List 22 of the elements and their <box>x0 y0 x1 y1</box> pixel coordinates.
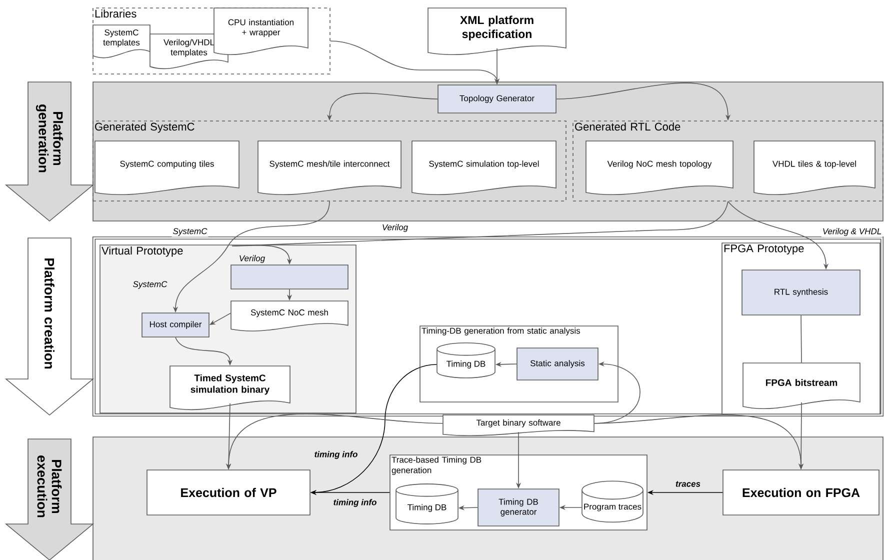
edge-label: Verilog <box>380 223 410 233</box>
result-box: Execution of VP <box>146 470 310 516</box>
edge-label: Verilog & VHDL <box>821 227 883 237</box>
line-label: SystemC <box>132 280 168 290</box>
line-label: Verilog <box>238 254 266 264</box>
database-cylinder: Timing DB <box>436 342 496 378</box>
phase-banner: Platform execution <box>4 438 94 560</box>
process-box: Host compiler <box>142 312 210 338</box>
process-box: Static analysis <box>516 348 598 380</box>
phase-banner: Platform generation <box>4 82 94 222</box>
edge-label: timing info <box>332 498 378 508</box>
process-box: Topology Generator <box>438 84 556 114</box>
process-box: Timing DB generator <box>478 488 560 526</box>
edge-label: SystemC <box>172 227 208 237</box>
edge-label: traces <box>674 480 702 488</box>
database-cylinder: Timing DB <box>396 484 458 524</box>
process-box: RTL synthesis <box>742 270 860 316</box>
database-cylinder: Program traces <box>582 480 644 523</box>
result-box: Execution on FPGA <box>722 470 880 516</box>
process-box <box>230 264 348 290</box>
edge-label: timing info <box>313 450 359 460</box>
phase-banner: Platform creation <box>4 238 94 416</box>
